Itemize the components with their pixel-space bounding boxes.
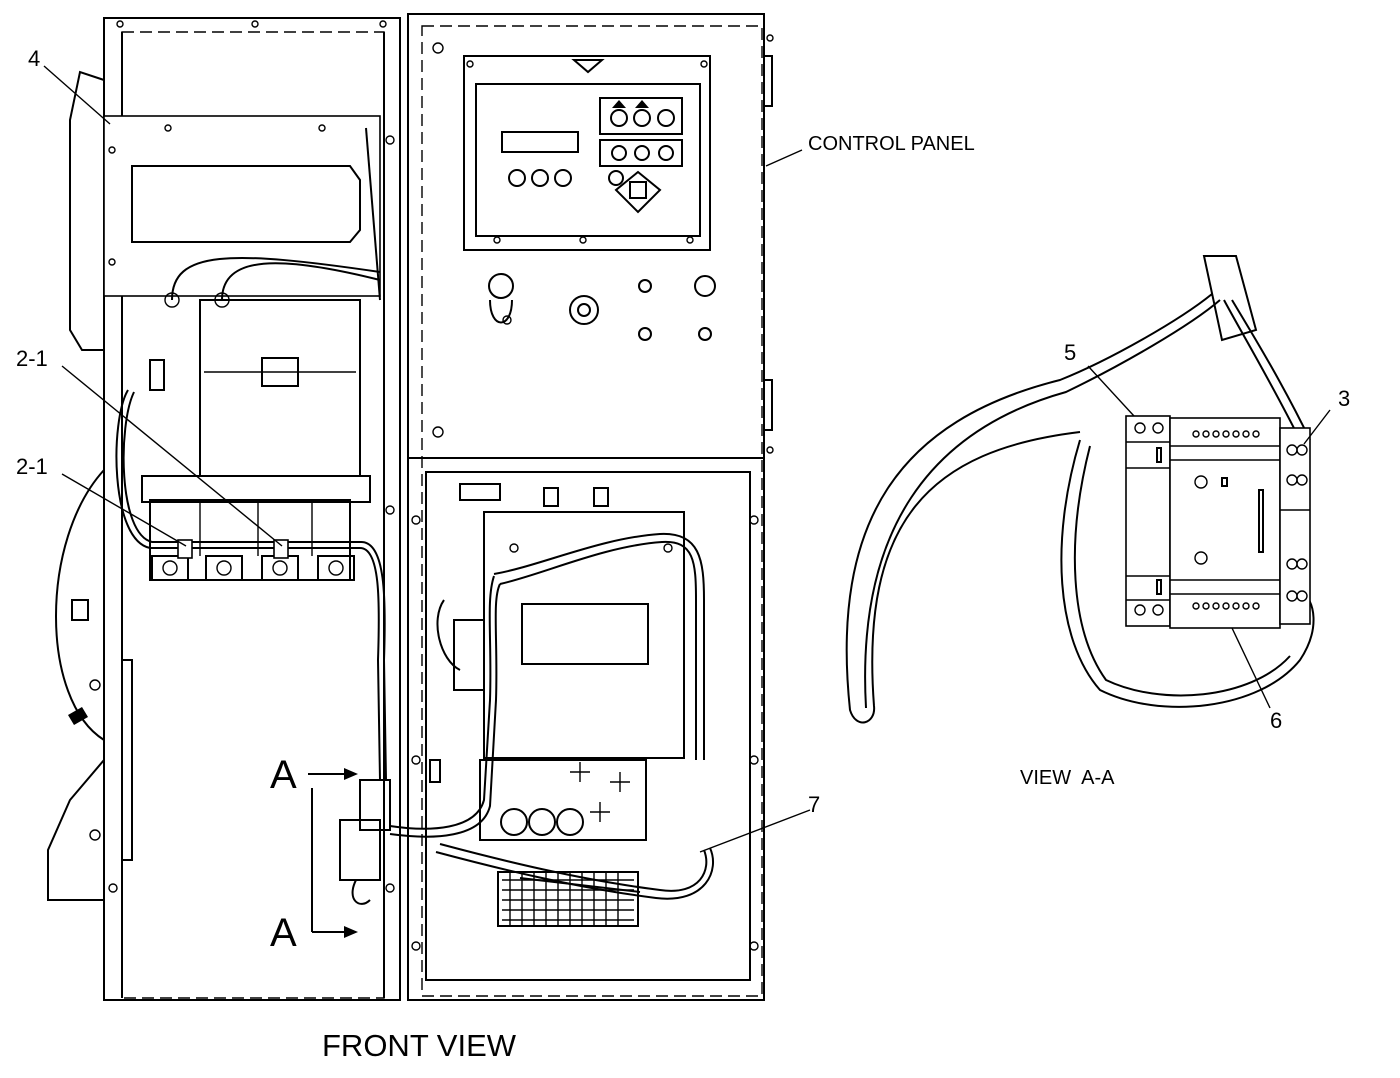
section-a-top-label: A: [270, 753, 297, 797]
terminal-strip: [435, 843, 715, 927]
leader-7: [699, 809, 811, 853]
circuit-breaker: [141, 299, 371, 581]
leader-2-1-upper: [61, 365, 283, 547]
leader-5: [1087, 365, 1135, 417]
main-harness: [389, 575, 501, 838]
view-a-a-label: VIEW A-A: [1020, 767, 1115, 789]
callout-3: 3: [1338, 386, 1350, 411]
leader-4: [43, 65, 111, 125]
control-panel-label: CONTROL PANEL: [808, 133, 975, 155]
leader-control-panel: [765, 149, 803, 167]
callout-7: 7: [808, 792, 820, 817]
section-a-bottom-label: A: [270, 911, 297, 955]
front-view-label: FRONT VIEW: [322, 1028, 517, 1063]
control-cabinet: [407, 13, 774, 1001]
callout-2-1-upper: 2-1: [16, 346, 48, 371]
callout-6: 6: [1270, 708, 1282, 733]
view-a-a-detail: [845, 255, 1315, 724]
breaker-cabinet: [47, 17, 401, 1001]
terminal-dots-top: [1192, 430, 1260, 438]
left-wire-harness: [115, 389, 391, 905]
callout-4: 4: [28, 46, 40, 71]
terminal-dots-bottom: [1192, 602, 1260, 610]
panel-buttons: [488, 273, 716, 341]
breaker-cover: [103, 115, 381, 308]
leader-2-1-lower: [61, 473, 187, 547]
leader-3: [1303, 409, 1331, 445]
section-cut-a-a: [308, 768, 358, 938]
control-panel-display: [463, 55, 711, 251]
drive-module: [429, 483, 705, 841]
callout-2-1-lower: 2-1: [16, 454, 48, 479]
leader-6: [1231, 627, 1271, 709]
leader-lines: [43, 65, 1331, 853]
callout-5: 5: [1064, 340, 1076, 365]
